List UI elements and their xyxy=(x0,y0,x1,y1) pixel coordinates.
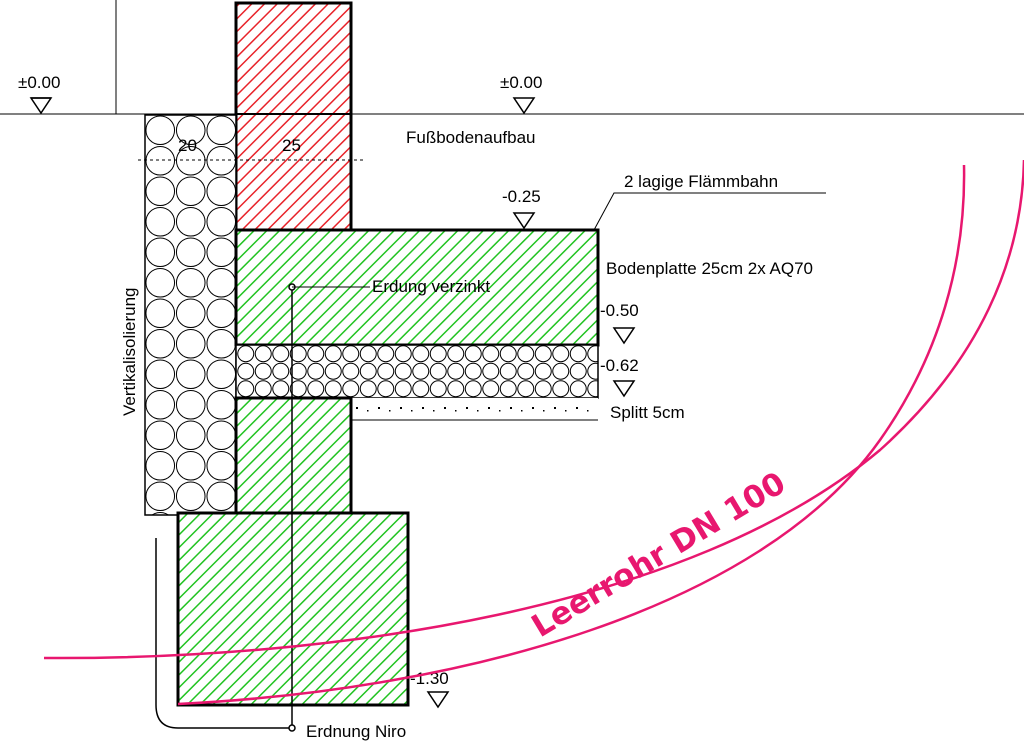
foundation-stem xyxy=(234,396,353,515)
foundation-footing xyxy=(176,511,410,707)
vertical-insulation xyxy=(144,114,237,516)
dimension-insulation: 20 xyxy=(178,136,197,155)
level-minus-130: -1.30 xyxy=(410,669,449,688)
label-floor-slab: Bodenplatte 25cm 2x AQ70 xyxy=(606,259,813,278)
label-grounding-stainless: Erdnung Niro xyxy=(306,722,406,741)
label-vertical-insulation: Vertikalisolierung xyxy=(120,287,139,416)
label-grit: Splitt 5cm xyxy=(610,403,685,422)
conduit-outer-curve xyxy=(43,159,1024,660)
grounding-point-bottom xyxy=(288,724,296,732)
dimension-wall: 25 xyxy=(282,136,301,155)
level-marker-minus-062 xyxy=(612,380,636,398)
masonry-wall xyxy=(234,1,353,232)
level-minus-050: -0.50 xyxy=(600,301,639,320)
level-right-zero: ±0.00 xyxy=(500,73,542,92)
grit-layer xyxy=(351,398,598,420)
conduit-inner-curve xyxy=(177,164,966,706)
level-marker-minus-130 xyxy=(426,691,450,709)
level-minus-062: -0.62 xyxy=(600,356,639,375)
stainless-grounding-loop xyxy=(155,538,292,729)
level-marker-right-zero xyxy=(512,97,536,115)
level-marker-minus-050 xyxy=(612,327,636,345)
sub-slab-insulation xyxy=(235,344,599,399)
level-minus-025: -0.25 xyxy=(502,187,541,206)
membrane-leader xyxy=(593,192,826,231)
label-floor-build-up: Fußbodenaufbau xyxy=(406,128,536,147)
label-grounding-galvanized: Erdung verzinkt xyxy=(372,277,490,296)
level-marker-minus-025 xyxy=(512,212,536,230)
level-marker-left-zero xyxy=(29,97,53,115)
label-membrane: 2 lagige Flämmbahn xyxy=(624,172,778,191)
level-left-zero: ±0.00 xyxy=(18,73,60,92)
